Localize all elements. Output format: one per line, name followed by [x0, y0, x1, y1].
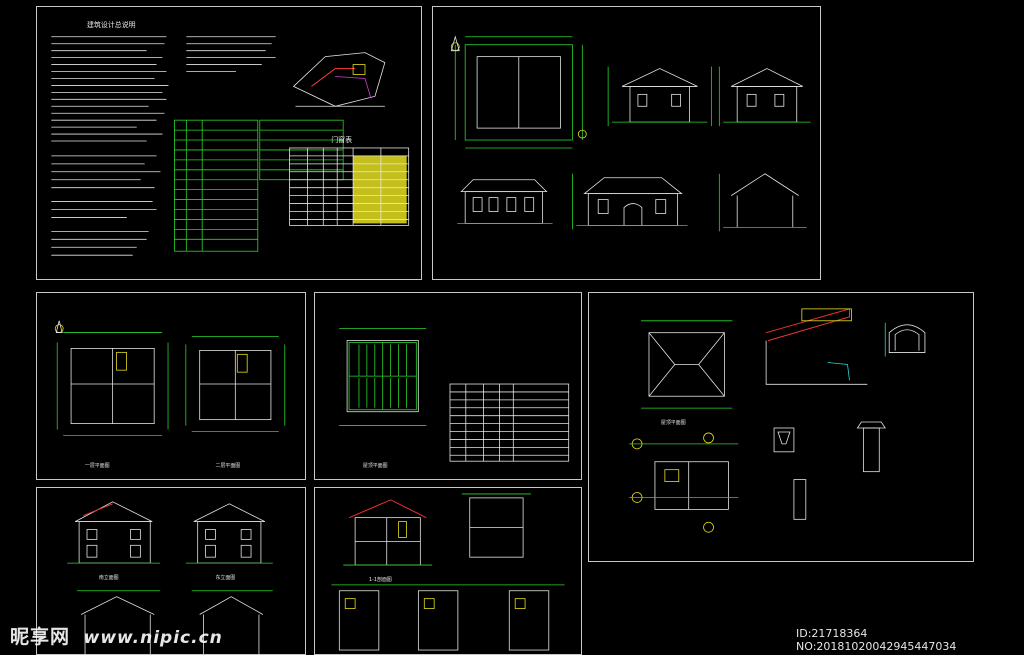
- design-notes-sheet: 建筑设计总说明: [36, 6, 422, 280]
- column-detail: [793, 421, 886, 520]
- first-floor-plan-title: 一层平面图: [85, 463, 110, 469]
- notes-text-lines: [51, 36, 276, 256]
- second-floor-plan-title: 二层平面图: [216, 463, 241, 469]
- lower-elevations: [77, 590, 273, 654]
- bracket-detail: [773, 427, 795, 453]
- window-schedule-table: [449, 383, 570, 462]
- side-elevation-1: [718, 66, 811, 127]
- floor-plans-drawing: 一层平面图 二层平面图: [54, 320, 286, 469]
- arch-window-detail: [884, 322, 926, 357]
- elevations-2-drawing: 南立面图 东立面图: [67, 501, 273, 654]
- roof-tiles: [348, 342, 417, 411]
- bathroom-plan: [629, 432, 739, 533]
- door-schedule-title: 门窗表: [331, 135, 352, 144]
- image-id-label: ID:21718364 NO:20181020042945447034: [796, 627, 957, 653]
- roof-plan-sheet: 屋顶平面图: [314, 292, 582, 480]
- roof-plan-title: 屋顶平面图: [363, 463, 388, 469]
- elevations-sheet: [432, 6, 821, 280]
- hip-roof-plan: [641, 320, 733, 409]
- elevations-2-sheet: 南立面图 东立面图: [36, 487, 306, 655]
- main-elevation: [572, 173, 688, 230]
- site-location-map: [292, 52, 386, 107]
- details-roof-title: 屋顶平面图: [661, 420, 686, 426]
- east-elevation: [185, 503, 273, 564]
- east-elevation-title: 东立面图: [215, 574, 235, 581]
- south-elevation: [67, 501, 161, 564]
- section-1-1: [343, 499, 433, 566]
- bathroom-details: [331, 584, 565, 651]
- door-schedule-table: [289, 147, 410, 226]
- second-floor-plan: [185, 336, 286, 432]
- eave-detail: [765, 308, 868, 385]
- floor-plans-sheet: 一层平面图 二层平面图: [36, 292, 306, 480]
- notes-table: [174, 119, 344, 252]
- watermark-brand: 昵享网: [10, 626, 71, 648]
- sections-sheet: 1-1剖面图: [314, 487, 582, 655]
- sections-drawing: 1-1剖面图: [331, 493, 565, 651]
- section-elevation: [718, 173, 807, 232]
- notes-title: 建筑设计总说明: [87, 20, 136, 29]
- small-floor-plan: [450, 35, 587, 149]
- roof-plan-drawing: 屋顶平面图: [339, 328, 570, 469]
- details-sheet: 屋顶平面图: [588, 292, 974, 562]
- stair-detail: [461, 493, 531, 558]
- first-floor-plan: [54, 320, 169, 436]
- front-elevation-1: [607, 66, 712, 127]
- elevations-drawing: [450, 35, 811, 232]
- rear-elevation: [457, 179, 553, 224]
- section-title: 1-1剖面图: [369, 576, 392, 583]
- details-drawing: 屋顶平面图: [629, 308, 926, 533]
- watermark-logo: 昵享网 www.nipic.cn: [10, 622, 223, 649]
- design-notes-drawing: 建筑设计总说明: [51, 20, 410, 256]
- watermark-url: www.nipic.cn: [83, 628, 223, 648]
- south-elevation-title: 南立面图: [99, 574, 119, 581]
